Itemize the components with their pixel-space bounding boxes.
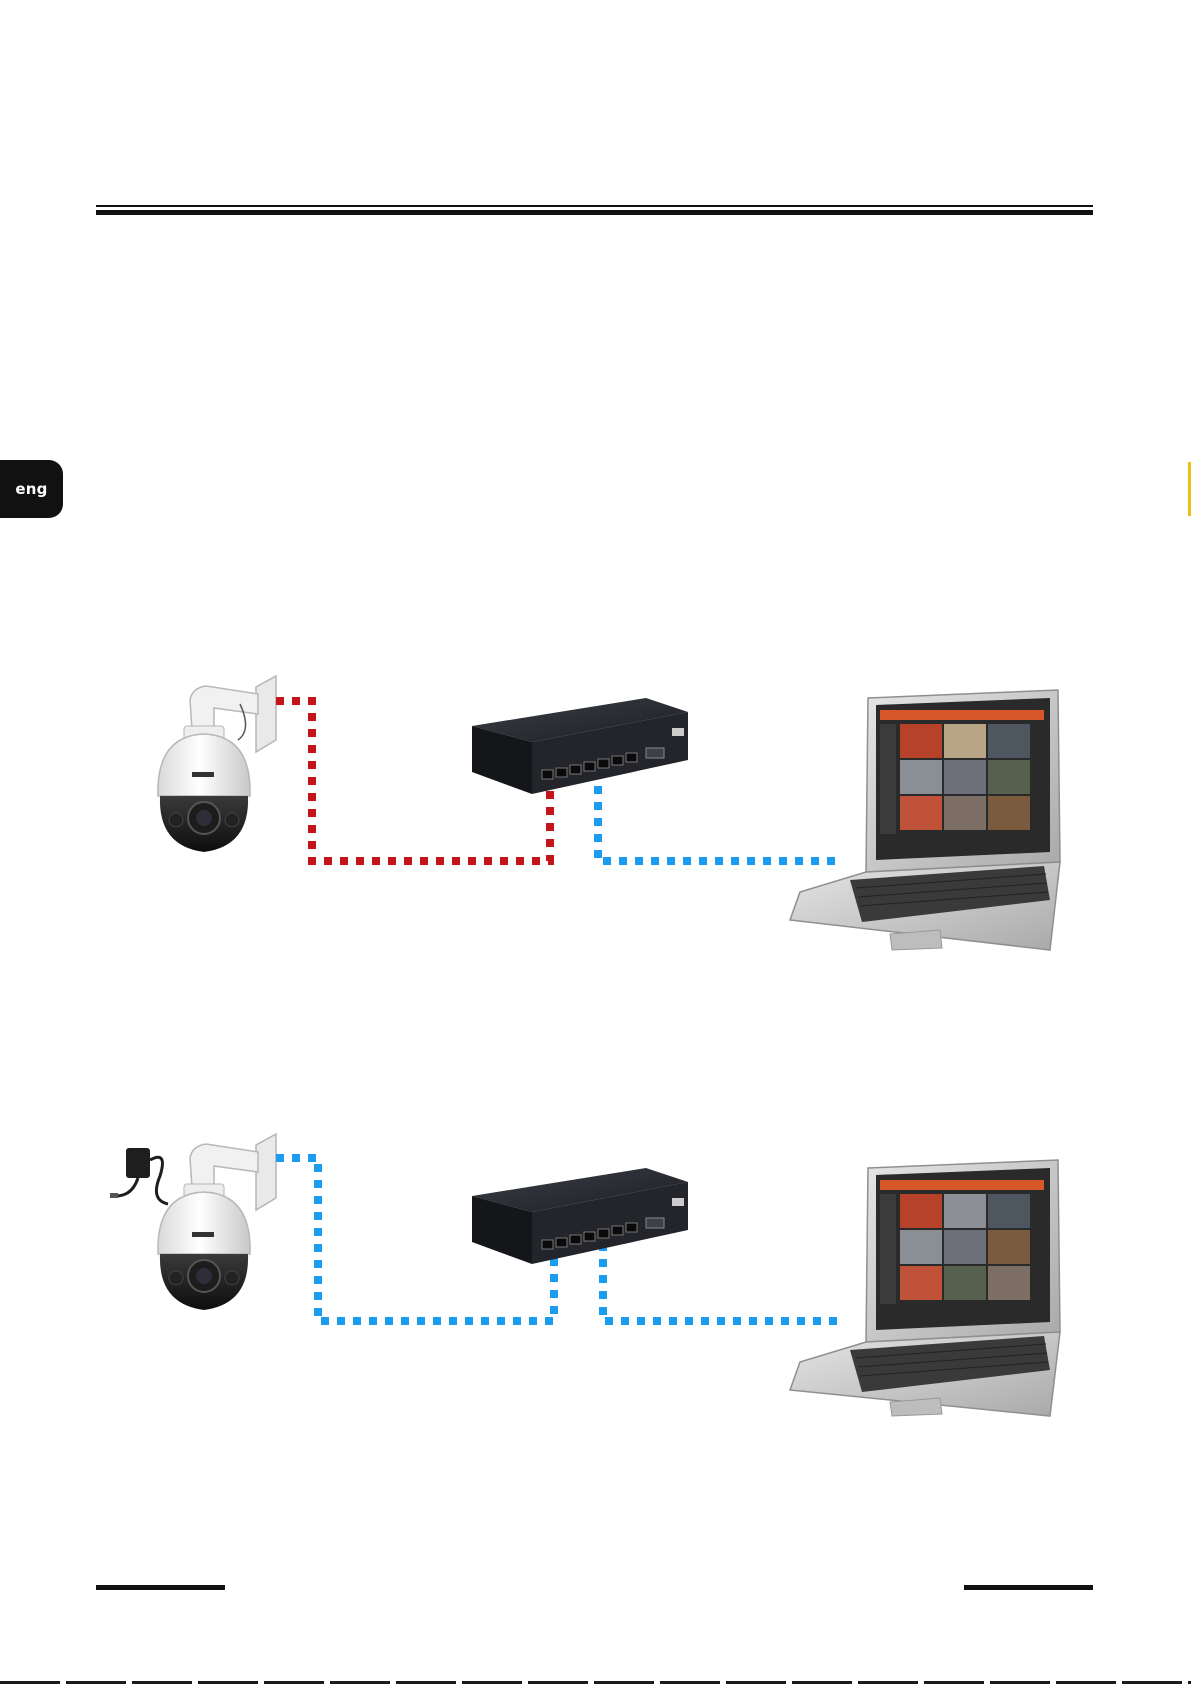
ptz-camera-icon bbox=[158, 1134, 276, 1310]
header-rule-thick bbox=[96, 210, 1093, 215]
network-switch-icon bbox=[472, 1168, 688, 1264]
network-switch-icon bbox=[472, 698, 688, 794]
laptop-icon bbox=[790, 690, 1060, 950]
language-tab-label: eng bbox=[15, 480, 47, 498]
power-adapter-icon bbox=[110, 1148, 168, 1204]
lan-cable bbox=[598, 786, 838, 861]
footer-rule-right bbox=[964, 1585, 1093, 1590]
lan-cable bbox=[603, 1243, 840, 1321]
language-tab[interactable]: eng bbox=[0, 460, 63, 518]
diagram-poe-connection bbox=[0, 660, 1191, 960]
laptop-icon bbox=[790, 1160, 1060, 1416]
footer-rule-left bbox=[96, 1585, 225, 1590]
header-rule-thin bbox=[96, 205, 1093, 207]
ptz-camera-icon bbox=[158, 676, 276, 852]
bottom-edge-line bbox=[0, 1681, 1191, 1684]
diagram-power-adapter-connection bbox=[0, 1125, 1191, 1425]
